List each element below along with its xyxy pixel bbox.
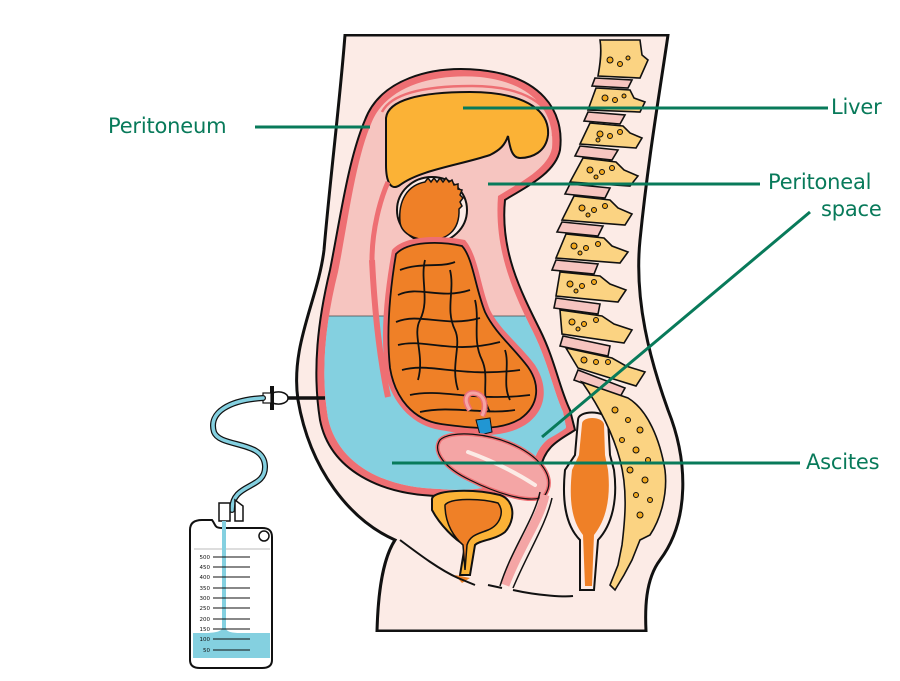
spine: [550, 39, 667, 592]
scale-label: 200: [200, 617, 211, 623]
scale-label: 300: [200, 596, 211, 602]
label-liver: Liver: [831, 95, 882, 119]
scale-label: 500: [200, 555, 211, 561]
bladder: [431, 489, 514, 583]
scale-label: 450: [200, 565, 211, 571]
label-peritoneum: Peritoneum: [108, 114, 227, 138]
small-intestines: [382, 237, 544, 435]
mesentery: [369, 259, 391, 398]
scale-label: 100: [200, 637, 211, 643]
rectum: [562, 411, 617, 591]
uterus: [435, 390, 553, 589]
label-peritoneal-space-line1: Peritoneal: [768, 170, 872, 194]
scale-label: 150: [200, 627, 211, 633]
ovary: [475, 417, 493, 436]
paracentesis-needle: [262, 386, 325, 410]
label-ascites: Ascites: [806, 450, 880, 474]
drained-fluid: [193, 633, 270, 658]
label-peritoneal-space-line2: space: [821, 197, 882, 221]
scale-label: 250: [200, 606, 211, 612]
scale-label: 350: [200, 586, 211, 592]
liver: [380, 84, 555, 188]
volume-scale: [213, 556, 250, 651]
scale-label: 400: [200, 575, 211, 581]
stomach: [396, 176, 468, 244]
drainage-bag: 500 450 400 350 300 250 200 150 100 50: [189, 498, 273, 669]
leader-lines: [255, 106, 828, 465]
scale-label: 50: [203, 648, 210, 654]
leader-peritoneal-space-fluid: [541, 210, 811, 439]
